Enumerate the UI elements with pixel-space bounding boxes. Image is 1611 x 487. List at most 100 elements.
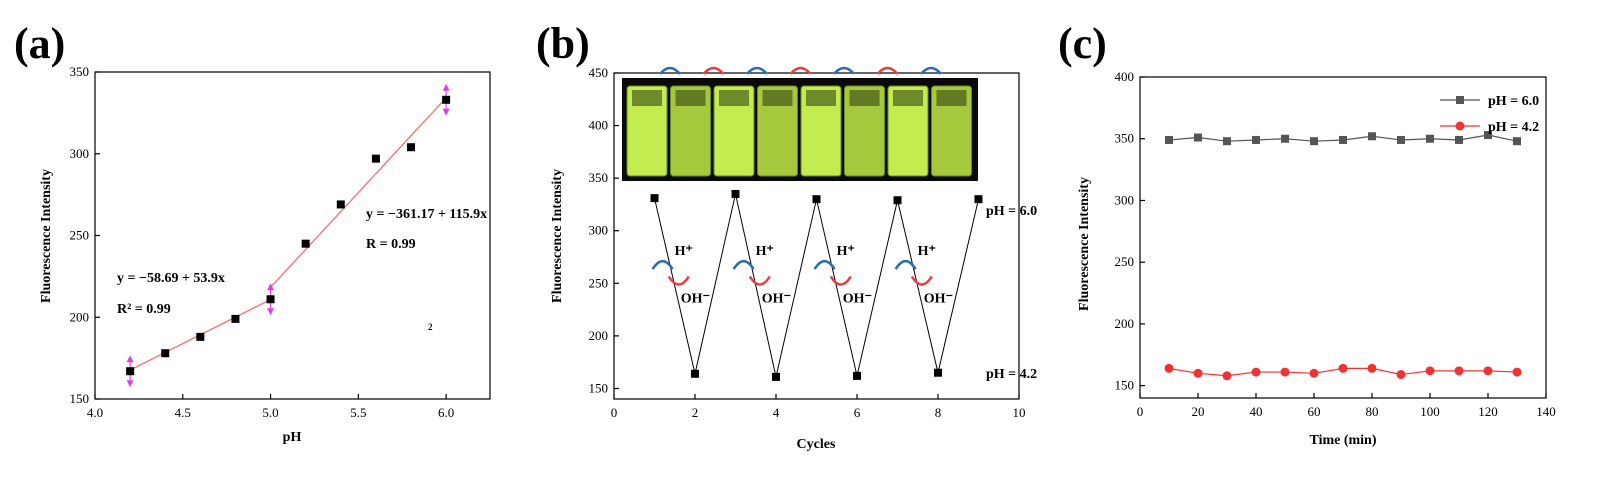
panel-c-xtick-label: 100 <box>1420 404 1440 419</box>
cuvette <box>757 85 798 177</box>
series-point-circle <box>1222 371 1232 381</box>
base-label: OH⁻ <box>924 291 953 306</box>
series-point-circle <box>1454 366 1464 376</box>
series-point-circle <box>1193 368 1203 378</box>
panel-a-fit-lines <box>129 97 447 371</box>
series-point-square <box>1165 135 1173 144</box>
series-point-circle <box>1396 370 1406 380</box>
panel-c-legend: pH = 6.0 pH = 4.2 <box>1440 94 1539 135</box>
cycle-point <box>650 194 659 203</box>
cycle-point <box>731 189 740 198</box>
panel-b-ytick-label: 200 <box>589 328 609 343</box>
cuvette <box>931 85 972 177</box>
panel-b-xtick-label: 6 <box>854 405 861 420</box>
panel-b-ytick-label: 450 <box>589 65 609 80</box>
acid-arrow-icon <box>813 259 836 270</box>
panel-a-xtick-label: 5.5 <box>350 405 366 420</box>
data-point <box>161 349 170 358</box>
panel-b-xtick-label: 0 <box>611 405 618 420</box>
panel-b-xtick-label: 8 <box>935 405 942 420</box>
series-point-square <box>1513 137 1521 146</box>
panel-b-ytick-label: 300 <box>589 223 609 238</box>
down-arrow-marker <box>442 108 450 116</box>
cuvette <box>670 85 711 177</box>
cuvette-meniscus <box>675 90 706 106</box>
panel-a-stray-mark: 2 <box>428 322 433 332</box>
cuvette-meniscus <box>762 90 793 106</box>
acid-arrow-icon <box>659 66 681 75</box>
panel-a-points <box>126 95 451 376</box>
legend-label-ph6: pH = 6.0 <box>1488 94 1539 109</box>
panel-b-ylabel: Fluorescence Intensity <box>550 169 565 303</box>
down-arrow-marker <box>126 380 134 388</box>
acid-arrow-icon <box>746 66 768 75</box>
panel-c-ytick-label: 350 <box>1115 131 1135 146</box>
panel-a-xtick-label: 5.0 <box>262 405 278 420</box>
acid-label: H⁺ <box>675 244 693 259</box>
panel-b-series <box>650 189 983 381</box>
up-arrow-marker <box>126 355 134 363</box>
panel-a-fit2-equation: y = −361.17 + 115.9x <box>366 207 487 222</box>
panel-c-xtick-label: 0 <box>1137 404 1144 419</box>
panel-c-ylabel: Fluorescence Intensity <box>1077 177 1092 311</box>
series-point-square <box>1194 133 1202 142</box>
cycle-point <box>893 196 902 205</box>
cycle-point <box>934 368 942 377</box>
panel-b-xtick-label: 10 <box>1013 405 1026 420</box>
panel-a-fit2-r: R = 0.99 <box>366 237 416 252</box>
data-point <box>336 200 345 209</box>
series-point-circle <box>1164 363 1174 373</box>
cycle-point <box>812 195 821 204</box>
panel-b-frame <box>613 72 1020 400</box>
series-point-square <box>1223 137 1231 146</box>
series-point-square <box>1455 135 1463 144</box>
base-label: OH⁻ <box>843 291 872 306</box>
cuvette-meniscus <box>936 90 967 106</box>
data-point <box>196 332 205 341</box>
photo-arrows <box>659 66 942 75</box>
panel-a-xtick-label: 6.0 <box>438 405 454 420</box>
cuvette-meniscus <box>806 90 836 106</box>
base-arrow-icon <box>876 66 899 75</box>
series-point-square <box>1310 137 1318 146</box>
panel-letter-a: (a) <box>14 19 65 68</box>
data-point <box>407 143 415 152</box>
panel-a-ytick-label: 300 <box>70 146 90 161</box>
panel-b-high-label: pH = 6.0 <box>986 204 1037 219</box>
acid-arrow-icon <box>833 66 855 75</box>
legend-label-ph42: pH = 4.2 <box>1488 120 1539 135</box>
cuvette <box>887 85 929 177</box>
panel-b-cycle-arrows: H⁺OH⁻H⁺OH⁻H⁺OH⁻H⁺OH⁻ <box>651 244 953 306</box>
panel-letter-c: (c) <box>1058 19 1107 68</box>
series-point-circle <box>1367 363 1377 373</box>
cuvette-meniscus <box>719 90 749 106</box>
series-point-square <box>1339 135 1347 144</box>
up-arrow-marker <box>267 283 275 291</box>
data-point <box>442 95 451 104</box>
acid-arrow-icon <box>651 259 674 270</box>
panel-b-ytick-label: 350 <box>589 170 609 185</box>
panel-a-frame <box>94 71 491 400</box>
series-point-square <box>1252 135 1260 144</box>
panel-a-error-arrows <box>126 83 450 388</box>
series-point-square <box>1281 134 1289 143</box>
panel-a-fit1-equation: y = −58.69 + 53.9x <box>117 271 225 286</box>
base-arrow-icon <box>748 275 771 286</box>
acid-arrow-icon <box>732 259 755 270</box>
base-arrow-icon <box>667 275 690 286</box>
panel-c-ytick-label: 400 <box>1115 69 1135 84</box>
panel-a-xtick-label: 4.0 <box>87 405 103 420</box>
acid-label: H⁺ <box>756 244 774 259</box>
cuvette-row <box>626 85 972 177</box>
series-point-square <box>1368 132 1376 141</box>
acid-label: H⁺ <box>918 244 936 259</box>
legend-marker-ph42 <box>1455 121 1465 131</box>
panel-b-xtick-label: 2 <box>692 405 699 420</box>
panel-a-xtick-label: 4.5 <box>175 405 191 420</box>
series-point-square <box>1426 134 1434 143</box>
panel-a-ytick-label: 350 <box>70 64 90 79</box>
